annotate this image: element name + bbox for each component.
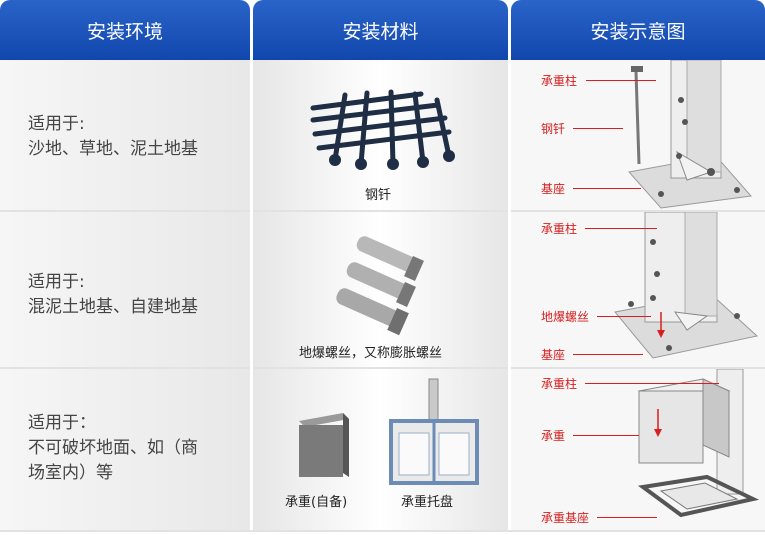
- row3-material: 承重(自备) 承重托盘: [253, 369, 508, 530]
- col-divider-2: [508, 60, 511, 530]
- row1-diagram: 承重柱 钢钎 基座: [511, 60, 765, 210]
- row2-env-line1: 适用于:: [28, 272, 85, 292]
- col-divider-1: [250, 60, 253, 530]
- row1-env-line1: 适用于:: [28, 114, 85, 134]
- row1-env-line2: 沙地、草地、泥土地基: [28, 139, 198, 159]
- row2-env-line2: 混泥土地基、自建地基: [28, 297, 198, 317]
- row2-environment: 适用于: 混泥土地基、自建地基: [0, 212, 250, 367]
- weight-install-diagram: [637, 369, 760, 518]
- row1-material: 钢钎: [253, 60, 508, 210]
- row3-material-caption-tray: 承重托盘: [401, 495, 454, 510]
- row3-env-line1: 适用于：: [28, 413, 96, 433]
- row-divider-2: [0, 367, 765, 369]
- row2-label-column: 承重柱: [541, 222, 578, 236]
- row2-label-base: 基座: [541, 348, 566, 362]
- stake-install-diagram: [628, 60, 752, 209]
- row-divider-1: [0, 210, 765, 212]
- row3-label-weight: 承重: [541, 429, 566, 443]
- row2-material: 地爆螺丝，又称膨胀螺丝: [253, 212, 508, 367]
- header-diagram: 安装示意图: [511, 0, 765, 60]
- row3-label-base: 承重基座: [541, 511, 590, 525]
- row-divider-3: [0, 530, 765, 532]
- row3-label-column: 承重柱: [541, 377, 578, 391]
- row1-label-base: 基座: [541, 182, 566, 196]
- row1-label-column: 承重柱: [541, 74, 578, 88]
- expansion-bolt-image: [336, 236, 424, 336]
- row2-diagram: 承重柱 地爆螺丝 基座: [511, 212, 765, 367]
- row3-env-line2: 不可破坏地面、如（商: [28, 438, 198, 458]
- row1-environment: 适用于: 沙地、草地、泥土地基: [0, 60, 250, 210]
- row2-label-bolt: 地爆螺丝: [541, 310, 590, 324]
- row1-label-stake: 钢钎: [541, 122, 566, 136]
- header-environment: 安装环境: [0, 0, 250, 60]
- row3-environment: 适用于： 不可破坏地面、如（商 场室内）等: [0, 369, 250, 530]
- row1-material-caption: 钢钎: [365, 188, 392, 203]
- weight-and-tray-image: [299, 378, 479, 485]
- steel-stake-image: [310, 89, 455, 170]
- row3-diagram: 承重柱 承重 承重基座: [511, 369, 765, 530]
- row3-env-line3: 场室内）等: [28, 463, 113, 483]
- header-materials: 安装材料: [253, 0, 508, 60]
- bolt-install-diagram: [614, 212, 759, 359]
- row3-material-caption-weight: 承重(自备): [285, 495, 348, 510]
- row2-material-caption: 地爆螺丝，又称膨胀螺丝: [299, 346, 443, 361]
